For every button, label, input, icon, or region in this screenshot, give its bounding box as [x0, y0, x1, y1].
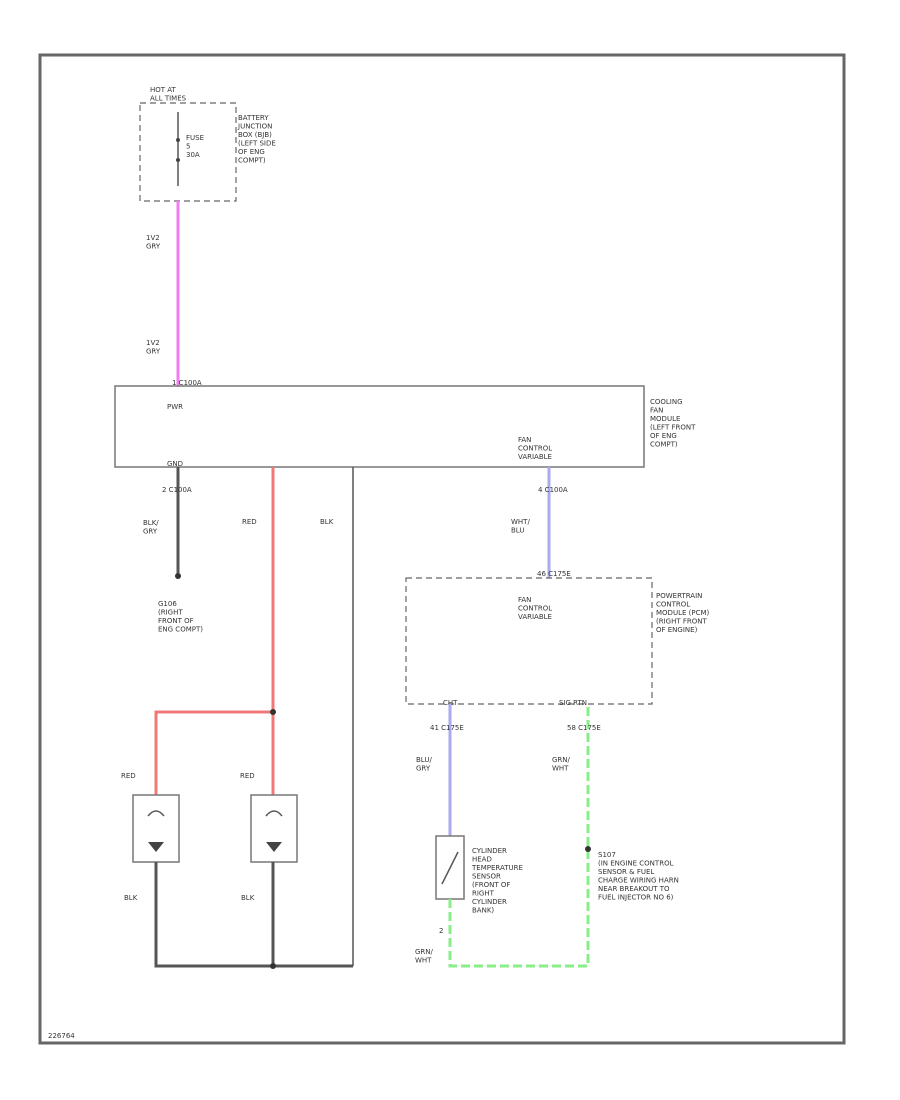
sensor-pin-label: 2 — [439, 927, 443, 935]
splice-s107 — [585, 846, 591, 852]
wire-label-grn-wht: GRN/WHT — [552, 756, 571, 773]
wire-label-grn-wht-bottom: GRN/WHT — [415, 948, 434, 965]
wire-label-red-motor2: RED — [240, 772, 255, 780]
wire-label-blk-motor1: BLK — [124, 894, 138, 902]
splice-red — [270, 709, 276, 715]
battery-junction-box — [139, 102, 237, 202]
cooling-fan-module — [114, 385, 645, 468]
ground-g106 — [175, 573, 181, 579]
wire-label-blk-motor2: BLK — [241, 894, 255, 902]
wire-label-wht-blu: WHT/BLU — [511, 518, 530, 535]
motor-1-diode — [148, 842, 164, 852]
sensor-thermistor-symbol — [441, 851, 459, 885]
motor-2-symbol — [265, 810, 283, 817]
fan-module-pin-fan: 4 C100A — [538, 486, 568, 494]
fan-module-pwr-label: PWR — [167, 403, 183, 411]
powertrain-control-module — [405, 577, 653, 705]
fan-module-pin-top: 1 C100A — [172, 379, 202, 387]
splice-blk — [270, 963, 276, 969]
pcm-pin-cht: 41 C175E — [430, 724, 464, 732]
pcm-pin-top: 46 C175E — [537, 570, 571, 578]
wire-label-blk-gry: BLK/GRY — [143, 519, 159, 536]
wire-blk-motor1 — [154, 862, 353, 968]
diagram-frame — [38, 53, 846, 1045]
diagram-id: 226764 — [48, 1032, 75, 1040]
motor-2-diode — [266, 842, 282, 852]
wire-label-red-main: RED — [242, 518, 257, 526]
pcm-cht-label: CHT — [443, 699, 458, 707]
fuse-terminal — [176, 158, 180, 162]
wire-grn-wht — [448, 704, 590, 968]
fuse-terminal — [176, 138, 180, 142]
wire-label-blk-main: BLK — [320, 518, 334, 526]
motor-1-symbol — [147, 810, 165, 817]
pcm-sigrtn-label: SIG RTN — [559, 699, 587, 707]
wire-label-blu-gry: BLU/GRY — [416, 756, 432, 773]
pcm-pin-sigrtn: 58 C175E — [567, 724, 601, 732]
wire-label-red-motor1: RED — [121, 772, 136, 780]
wire-red-branch — [154, 710, 273, 795]
fan-module-pin-gnd: 2 C100A — [162, 486, 192, 494]
fan-module-gnd-label: GND — [167, 460, 183, 468]
